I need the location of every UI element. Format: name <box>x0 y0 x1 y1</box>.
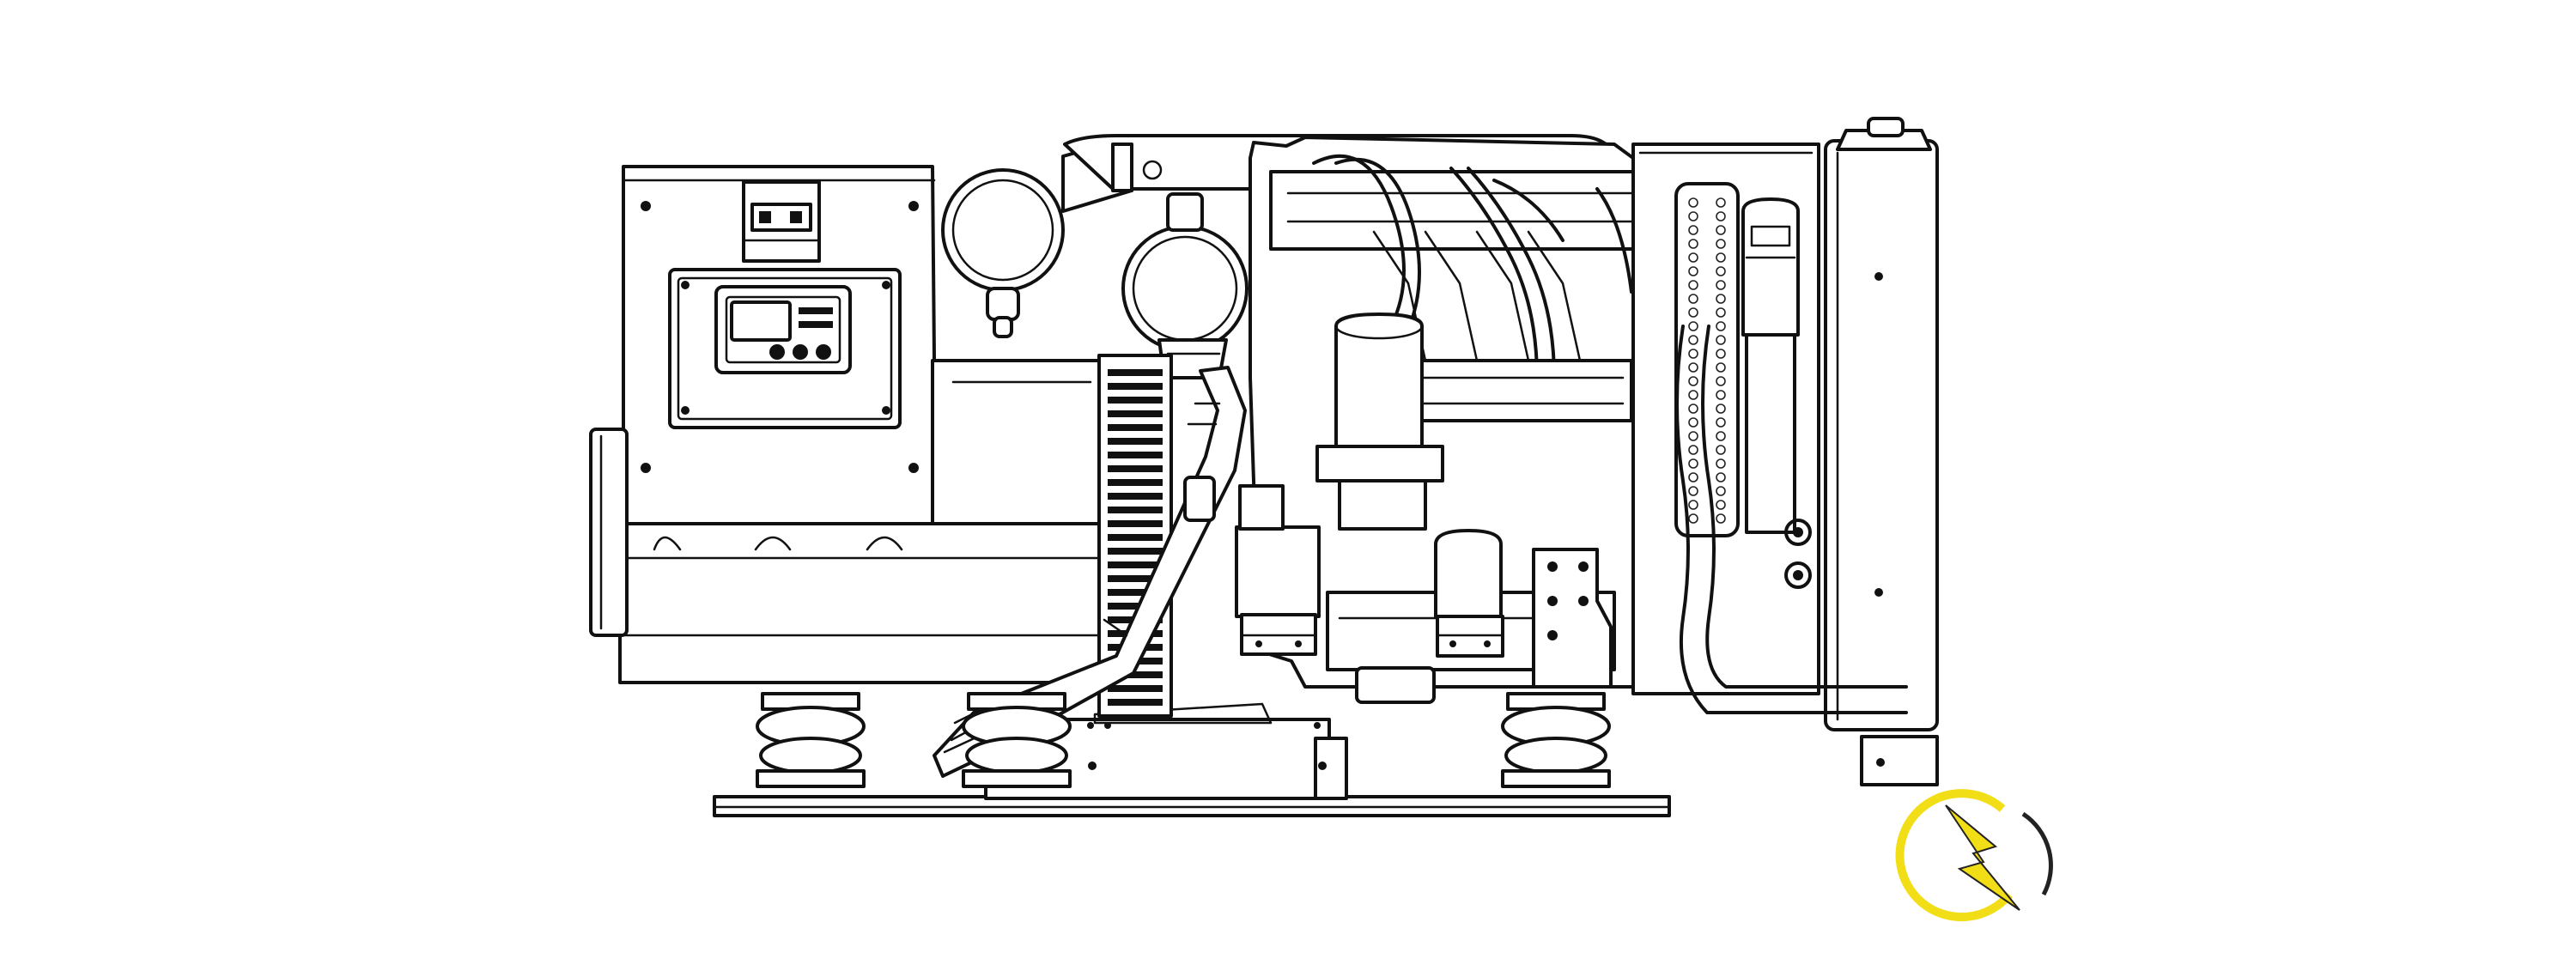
grille-slat <box>1108 534 1163 541</box>
grille-slat <box>1108 410 1163 417</box>
tube-end <box>1688 349 1698 359</box>
mounting-plate <box>1532 548 1613 689</box>
tube-end <box>1716 252 1726 263</box>
grille-slat <box>1108 520 1163 527</box>
grille-slat <box>1108 493 1163 500</box>
tube-end <box>1716 458 1726 469</box>
tube-end <box>1716 362 1726 373</box>
tube-end <box>1716 294 1726 304</box>
tube-end <box>1688 362 1698 373</box>
isolator-mount <box>962 692 1072 788</box>
tube-end <box>1688 404 1698 414</box>
isolator-mount <box>756 692 866 788</box>
tube-end <box>1688 376 1698 386</box>
exhaust-pipe <box>933 366 1247 778</box>
tube-end <box>1688 513 1698 524</box>
tube-end <box>1688 266 1698 276</box>
grille-slat <box>1108 671 1163 678</box>
tube-end <box>1688 321 1698 331</box>
tube-end <box>1688 197 1698 208</box>
tube-end <box>1716 404 1726 414</box>
tube-end <box>1688 472 1698 482</box>
coolant-reservoir <box>1741 197 1812 589</box>
controller-display <box>714 285 852 374</box>
grille-slat <box>1108 438 1163 445</box>
tube-end <box>1688 252 1698 263</box>
oil-filter <box>1315 313 1444 531</box>
tube-end <box>1688 239 1698 249</box>
grille-slat <box>1108 603 1163 610</box>
tube-end <box>1688 486 1698 496</box>
tube-end <box>1688 390 1698 400</box>
tube-end <box>1716 376 1726 386</box>
grille-slat <box>1108 685 1163 692</box>
tube-end <box>1688 307 1698 318</box>
grille-slat <box>1108 589 1163 596</box>
tube-end <box>1716 513 1726 524</box>
tube-end <box>1716 500 1726 510</box>
tube-end <box>1688 280 1698 290</box>
grille-slat <box>1108 479 1163 486</box>
engine-mount-right <box>1434 529 1504 658</box>
engine-mount-left <box>1235 484 1321 656</box>
grille-slat <box>1108 424 1163 431</box>
tube-end <box>1716 431 1726 441</box>
grille-slat <box>1108 548 1163 555</box>
grille-slat <box>1108 452 1163 458</box>
tube-end <box>1716 239 1726 249</box>
tube-end <box>1688 500 1698 510</box>
grille-slat <box>1108 507 1163 513</box>
tube-end <box>1688 211 1698 221</box>
breaker-box <box>742 180 821 263</box>
radiator-cap <box>1836 117 1932 151</box>
grille-slat <box>1108 369 1163 376</box>
tube-end <box>1688 294 1698 304</box>
grille-slat <box>1108 383 1163 390</box>
tube-end <box>1716 472 1726 482</box>
tube-end <box>1688 417 1698 428</box>
tube-end <box>1688 335 1698 345</box>
tube-end <box>1716 321 1726 331</box>
grille-slat <box>1108 575 1163 582</box>
tube-end <box>1716 225 1726 235</box>
tube-end <box>1688 431 1698 441</box>
tube-end <box>1716 349 1726 359</box>
tube-end <box>1716 445 1726 455</box>
alternator <box>589 165 1109 684</box>
logo-ring-yellow <box>1895 789 2013 922</box>
tube-end <box>1716 486 1726 496</box>
grille-slat <box>1108 465 1163 472</box>
tube-end <box>1716 211 1726 221</box>
grille-slat <box>1108 561 1163 568</box>
tube-end <box>1688 225 1698 235</box>
radiator-hose <box>1675 325 1939 786</box>
lightning-bolt-icon <box>1945 804 2020 911</box>
tube-end <box>1688 458 1698 469</box>
logo-ring-dark <box>2021 811 2053 896</box>
grille-slat <box>1108 397 1163 404</box>
isolator-mount <box>1501 692 1611 788</box>
lightning-bolt-logo <box>1895 789 2053 922</box>
tube-end <box>1688 445 1698 455</box>
tube-end <box>1716 307 1726 318</box>
tube-end <box>1716 266 1726 276</box>
radiator-core <box>1824 139 1939 731</box>
tube-end <box>1716 197 1726 208</box>
tube-end <box>1716 390 1726 400</box>
tube-end <box>1716 335 1726 345</box>
tube-end <box>1716 417 1726 428</box>
tube-end <box>1716 280 1726 290</box>
air-filter-right <box>1121 192 1249 379</box>
coolant-tube-bank <box>1674 182 1740 537</box>
grille-slat <box>1108 699 1163 706</box>
